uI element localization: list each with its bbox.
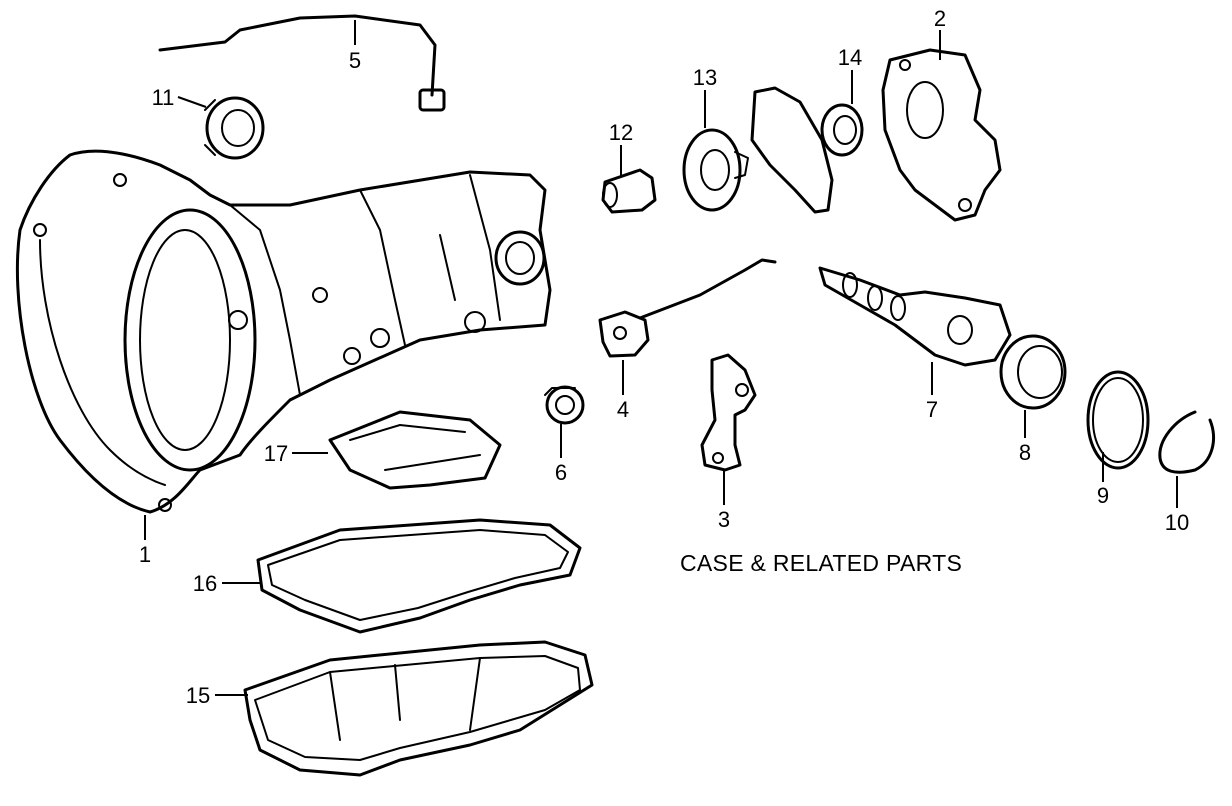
callout-4: 4 bbox=[617, 397, 629, 422]
callout-17: 17 bbox=[264, 441, 288, 466]
part-9-snap-ring bbox=[1086, 370, 1150, 470]
part-12-sleeve bbox=[601, 168, 657, 214]
extension-gasket bbox=[750, 86, 834, 214]
part-14-seal bbox=[820, 103, 864, 157]
leader-lines bbox=[144, 20, 1178, 696]
part-15-oil-pan bbox=[243, 640, 594, 777]
callout-15: 15 bbox=[186, 683, 210, 708]
part-8-piston bbox=[999, 334, 1067, 410]
callout-13: 13 bbox=[693, 65, 717, 90]
part-2-extension-housing bbox=[881, 48, 1002, 222]
callout-12: 12 bbox=[609, 120, 633, 145]
callout-numbers: 1 2 3 4 5 6 7 8 9 10 11 12 13 14 15 16 1… bbox=[139, 6, 1189, 708]
callout-16: 16 bbox=[193, 571, 217, 596]
diagram-caption: CASE & RELATED PARTS bbox=[680, 550, 963, 576]
part-3-bracket bbox=[700, 353, 757, 472]
callout-1: 1 bbox=[139, 542, 151, 567]
leader-11 bbox=[177, 96, 207, 108]
part-5-sensor-wire bbox=[158, 14, 446, 112]
part-16-pan-gasket bbox=[256, 518, 582, 634]
part-11-bushing bbox=[204, 96, 265, 160]
callout-9: 9 bbox=[1097, 483, 1109, 508]
callout-6: 6 bbox=[555, 460, 567, 485]
part-13-seal-plate bbox=[682, 128, 749, 212]
callout-5: 5 bbox=[349, 48, 361, 73]
callout-3: 3 bbox=[718, 507, 730, 532]
part-7-output-shaft bbox=[818, 266, 1012, 367]
part-6-plug bbox=[544, 385, 585, 425]
callout-14: 14 bbox=[838, 45, 862, 70]
part-4-shift-lever bbox=[598, 258, 777, 358]
part-10-circlip bbox=[1158, 410, 1215, 474]
part-17-filter bbox=[328, 410, 502, 490]
callout-8: 8 bbox=[1019, 440, 1031, 465]
callout-10: 10 bbox=[1165, 510, 1189, 535]
callout-11: 11 bbox=[152, 85, 175, 110]
callout-2: 2 bbox=[934, 6, 946, 31]
part-1-transmission-case bbox=[15, 149, 552, 514]
callout-7: 7 bbox=[926, 397, 938, 422]
